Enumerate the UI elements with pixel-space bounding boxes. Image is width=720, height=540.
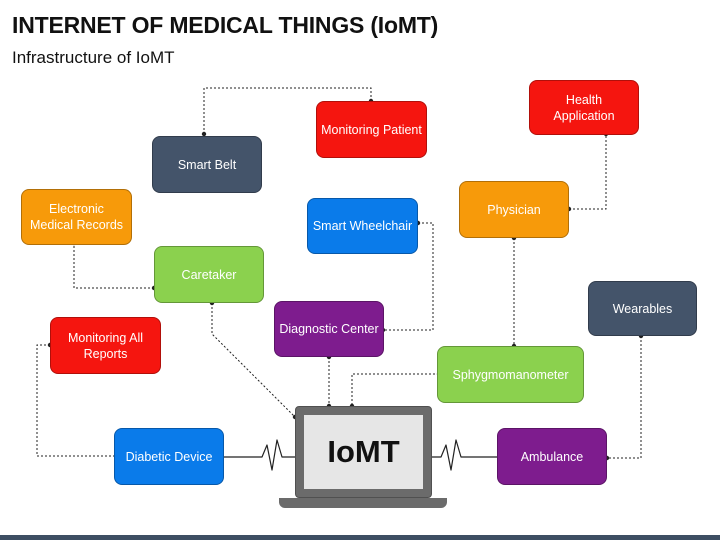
node-diagnostic-center: Diagnostic Center: [274, 301, 384, 357]
node-label: Monitoring All Reports: [67, 330, 144, 361]
node-label: Monitoring Patient: [321, 122, 422, 137]
page-subtitle: Infrastructure of IoMT: [12, 48, 175, 67]
connector-caretaker-electronic-records: [73, 243, 154, 289]
node-label: Electronic Medical Records: [29, 202, 124, 232]
node-wearables: Wearables: [588, 281, 697, 336]
node-label: Wearables: [612, 301, 673, 316]
node-label: Diagnostic Center: [279, 322, 379, 336]
connector-physician-health-application: [569, 134, 607, 210]
node-label: Smart Belt: [177, 157, 237, 172]
node-electronic-records: Electronic Medical Records: [21, 189, 132, 245]
connector-wearables-ambulance: [607, 336, 642, 459]
laptop-base: [279, 498, 447, 508]
node-smart-wheelchair: Smart Wheelchair: [307, 198, 418, 254]
heartbeat-line-right: [432, 439, 499, 471]
node-ambulance: Ambulance: [497, 428, 607, 485]
connector-monitoring-reports-diabetic: [36, 344, 116, 457]
laptop-icon: IoMT: [295, 406, 432, 498]
node-label: Health Application: [553, 92, 615, 123]
node-label: Caretaker: [181, 267, 237, 282]
node-label: Ambulance: [520, 449, 584, 464]
connector-sphygmomanometer-iomt: [351, 373, 439, 406]
node-label: Physician: [487, 202, 541, 217]
connector-wheelchair-diagnostic: [383, 222, 434, 331]
node-smart-belt: Smart Belt: [152, 136, 262, 193]
node-label: Diabetic Device: [125, 449, 213, 464]
node-label: Sphygmomanometer: [452, 367, 569, 382]
node-caretaker: Caretaker: [154, 246, 264, 303]
footer-bar: [0, 535, 720, 540]
node-sphygmomanometer: Sphygmomanometer: [437, 346, 584, 403]
connector-caretaker-iomt: [211, 303, 296, 418]
page-title: INTERNET OF MEDICAL THINGS (IoMT): [12, 12, 439, 38]
node-monitoring-reports: Monitoring All Reports: [50, 317, 161, 374]
center-label: IoMT: [327, 434, 400, 469]
node-health-application: Health Application: [529, 80, 639, 135]
node-physician: Physician: [459, 181, 569, 238]
node-monitoring-patient: Monitoring Patient: [316, 101, 427, 158]
node-diabetic-device: Diabetic Device: [114, 428, 224, 485]
node-label: Smart Wheelchair: [312, 219, 413, 233]
heartbeat-line-left: [222, 439, 295, 471]
connector-smart-belt-monitoring-patient: [203, 87, 372, 134]
laptop-display: IoMT: [304, 415, 423, 489]
connector-dot: [201, 131, 207, 137]
